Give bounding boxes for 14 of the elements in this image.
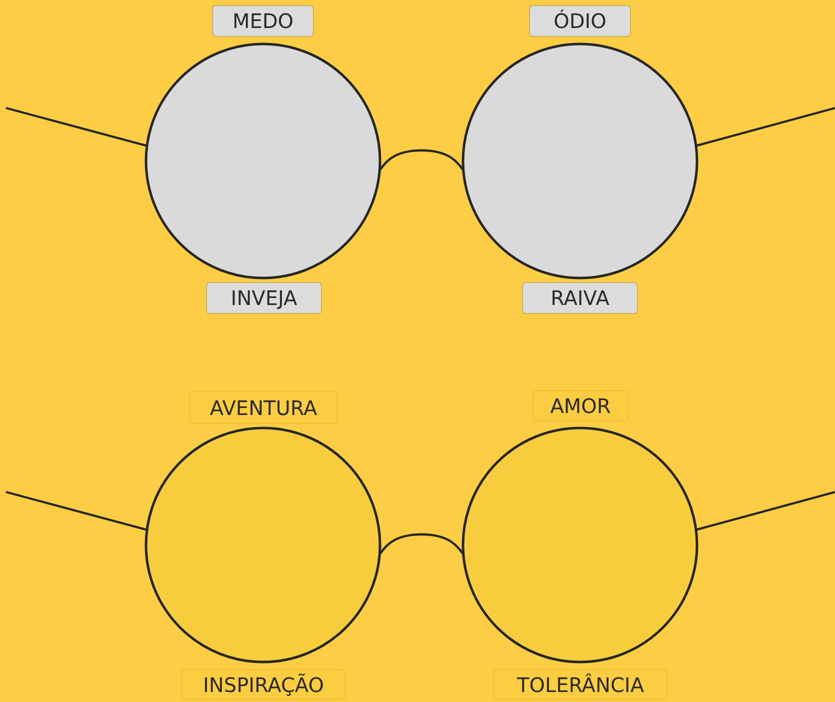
word-tag: AVENTURA <box>189 391 338 424</box>
word-tag: MEDO <box>212 5 314 37</box>
word-tag: RAIVA <box>522 282 638 314</box>
word-tag: AMOR <box>532 390 629 422</box>
glasses-bridge <box>378 149 464 171</box>
word-tag: TOLERÂNCIA <box>493 669 668 700</box>
glasses-temple <box>696 106 835 147</box>
word-tag: INSPIRAÇÃO <box>181 669 346 700</box>
glasses-temple <box>6 106 148 147</box>
glasses-temple <box>6 490 148 531</box>
word-tag: INVEJA <box>206 282 322 314</box>
glasses-bridge <box>378 533 464 555</box>
glasses-temple <box>696 490 835 531</box>
word-tag: ÓDIO <box>529 5 631 37</box>
